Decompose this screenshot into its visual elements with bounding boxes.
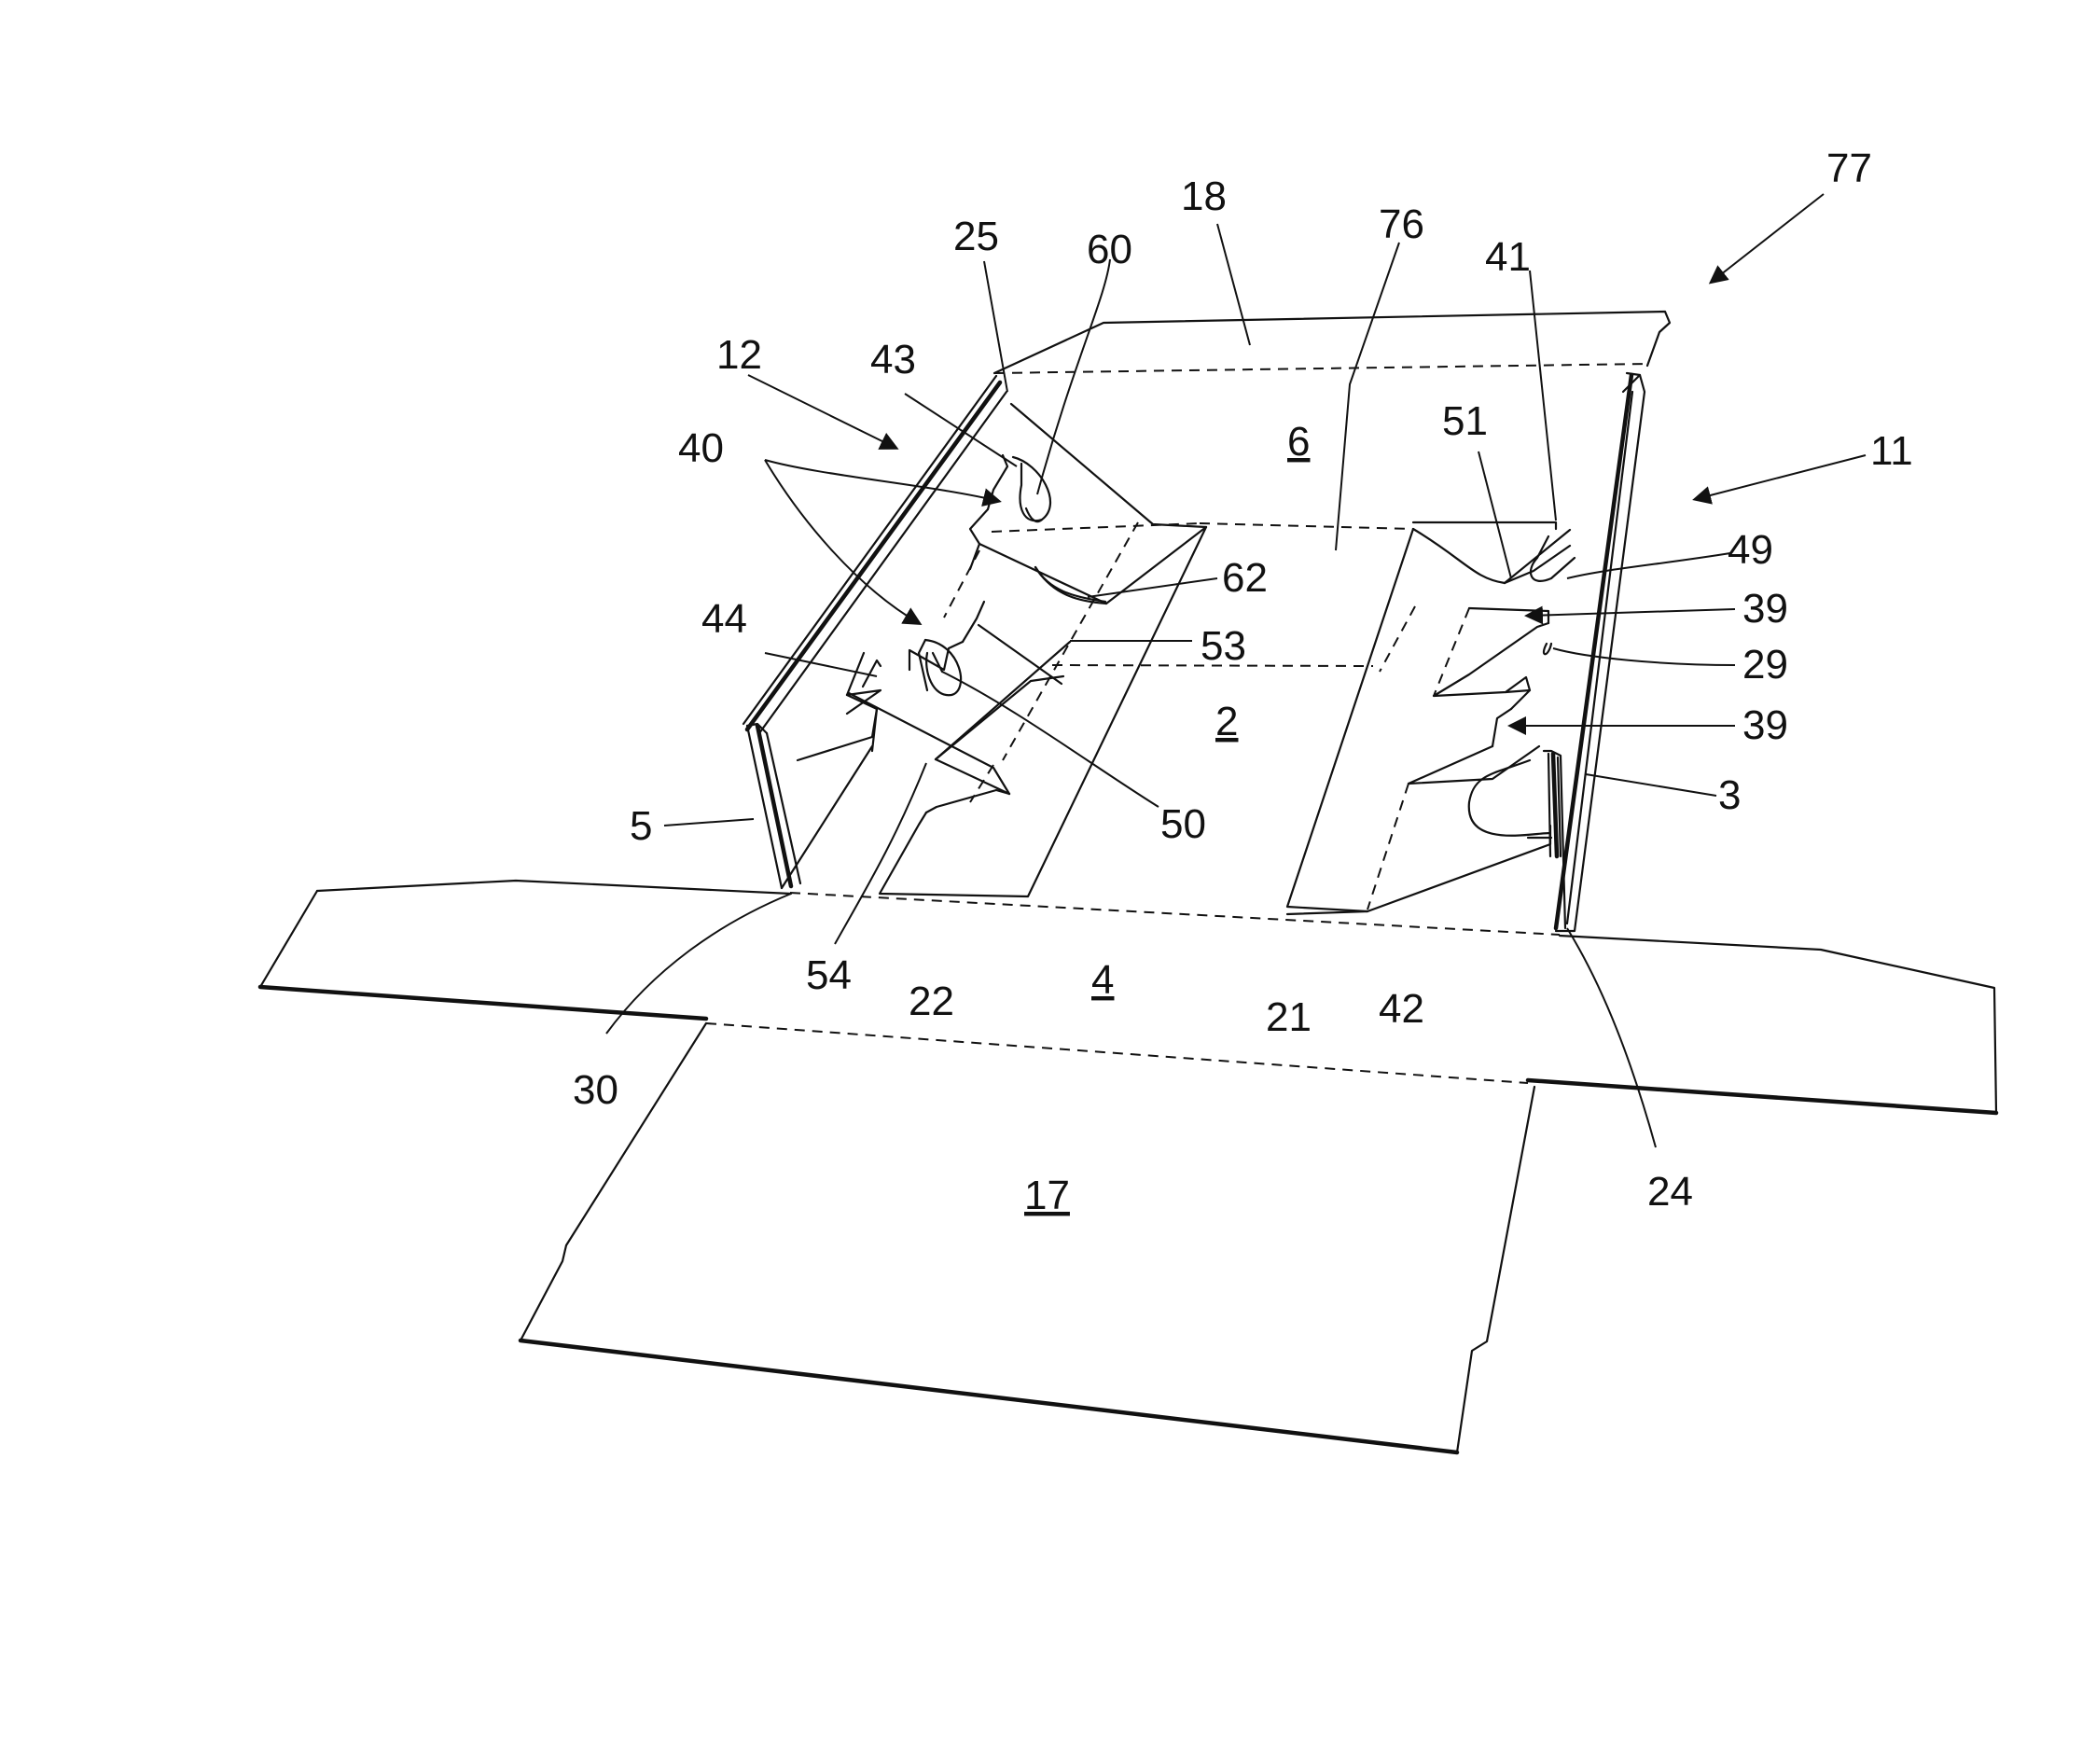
panel-label-6: 6: [1287, 419, 1310, 465]
label-76: 76: [1379, 201, 1424, 247]
left-side-wall: [743, 376, 1206, 896]
bottom-flap: [521, 1023, 1534, 1452]
label-42: 42: [1379, 986, 1424, 1032]
leader-lines: [606, 194, 1866, 1147]
label-39-upper: 39: [1742, 586, 1788, 632]
right-flap: [1528, 936, 1996, 1113]
label-3: 3: [1718, 772, 1741, 818]
panel-label-17: 17: [1024, 1173, 1070, 1218]
panel-label-2: 2: [1215, 699, 1238, 744]
top-flap-outline: [994, 312, 1670, 373]
label-77: 77: [1826, 146, 1872, 191]
label-25: 25: [953, 214, 999, 259]
label-11: 11: [1870, 428, 1913, 474]
label-51: 51: [1442, 398, 1488, 444]
label-44: 44: [701, 596, 747, 642]
label-12: 12: [716, 332, 762, 378]
label-54: 54: [806, 952, 852, 998]
label-62: 62: [1222, 555, 1268, 601]
label-41: 41: [1485, 234, 1531, 280]
label-60: 60: [1087, 227, 1132, 272]
panel-label-4: 4: [1091, 957, 1114, 1003]
label-29: 29: [1742, 642, 1788, 688]
label-30: 30: [573, 1067, 618, 1113]
label-53: 53: [1201, 623, 1246, 669]
label-24: 24: [1647, 1169, 1693, 1215]
right-side-wall: [1287, 373, 1645, 931]
label-21: 21: [1266, 994, 1312, 1040]
label-5: 5: [630, 803, 652, 849]
label-43: 43: [870, 337, 916, 382]
label-50: 50: [1160, 801, 1206, 847]
label-22: 22: [909, 979, 954, 1024]
label-49: 49: [1728, 527, 1773, 573]
label-18: 18: [1181, 174, 1227, 219]
label-39-lower: 39: [1742, 702, 1788, 748]
label-40: 40: [678, 425, 724, 471]
left-flap: [260, 881, 791, 1019]
